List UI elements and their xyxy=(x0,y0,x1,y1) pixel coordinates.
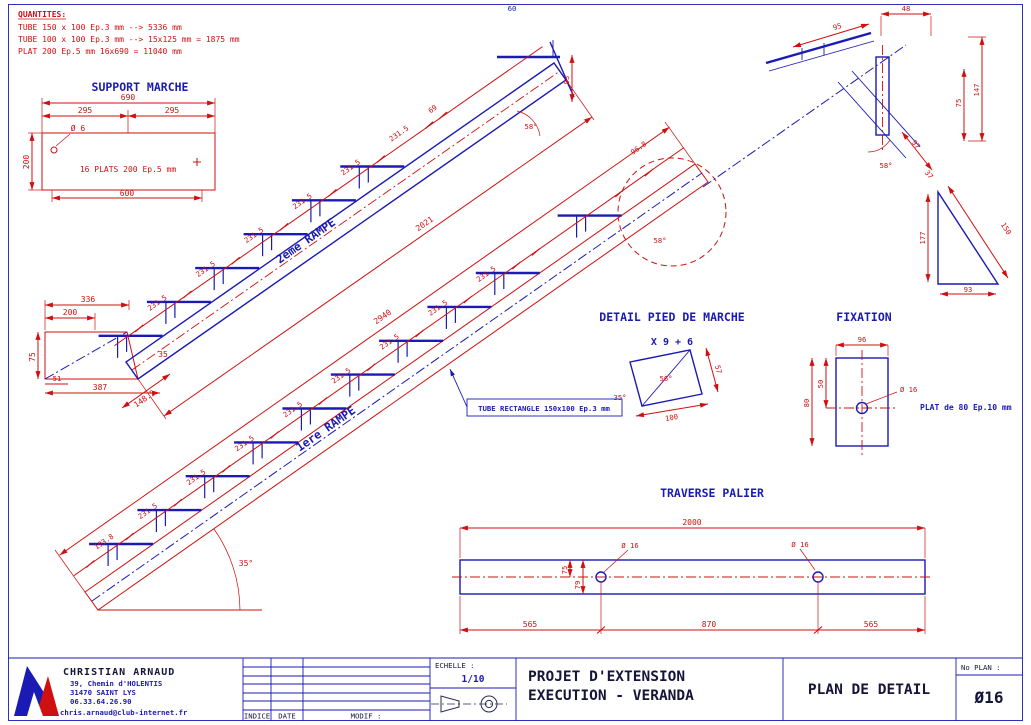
dim-387: 387 xyxy=(93,383,108,392)
tube-callout: TUBE RECTANGLE 150x100 Ep.3 mm xyxy=(449,368,623,417)
top-right-detail: 48 95 147 75 97 37 58° xyxy=(702,4,986,188)
detail-pied-de-marche: DETAIL PIED DE MARCHE X 9 + 6 57 100 56°… xyxy=(599,310,744,423)
scale-cell: ECHELLE : 1/10 xyxy=(430,661,516,713)
company-address-2: 31470 SAINT LYS xyxy=(70,688,136,697)
quantity-line: PLAT 200 Ep.5 mm 16x690 = 11040 mm xyxy=(18,47,182,56)
plan-number-cell: No PLAN : Ø16 xyxy=(956,663,1022,707)
dim-95: 95 xyxy=(832,21,843,32)
dim-2000: 2000 xyxy=(682,518,701,527)
project-title-line1: PROJET D'EXTENSION xyxy=(528,669,685,685)
projection-symbol-icon xyxy=(431,695,507,713)
dim-295-right: 295 xyxy=(165,106,180,115)
fixation-title: FIXATION xyxy=(836,310,891,324)
dim-69: 69 xyxy=(426,103,438,115)
dim-96: 96 xyxy=(858,335,867,344)
quantity-line: TUBE 150 x 100 Ep.3 mm --> 5336 mm xyxy=(18,23,182,32)
dim-2021: 2021 xyxy=(414,215,435,234)
dim-870: 870 xyxy=(702,620,717,629)
company-phone: 06.33.64.26.90 xyxy=(70,697,132,706)
quantity-line: TUBE 100 x 100 Ep.3 mm --> 15x125 mm = 1… xyxy=(18,35,240,44)
company-email: chris.arnaud@club-internet.fr xyxy=(60,708,188,717)
ramp-foot-detail: 336 200 75 51 387 35 148.5 xyxy=(28,295,171,410)
dim-565-right: 565 xyxy=(864,620,879,629)
company-logo xyxy=(14,666,59,716)
project-title-line2: EXECUTION - VERANDA xyxy=(528,688,694,704)
scale-value: 1/10 xyxy=(462,674,485,685)
scale-label: ECHELLE : xyxy=(435,661,475,670)
fixation-note: PLAT de 80 Ep.10 mm xyxy=(920,403,1012,412)
dim-200-foot: 200 xyxy=(63,308,78,317)
dim-150: 150 xyxy=(999,221,1014,237)
dim-seg: 231.5 xyxy=(387,124,410,144)
plan-number-value: Ø16 xyxy=(974,688,1004,707)
dim-600: 600 xyxy=(120,189,135,198)
dim-48: 48 xyxy=(902,4,911,13)
dim-56deg: 56° xyxy=(660,374,673,383)
dim-75: 75 xyxy=(954,99,963,108)
dim-200-height: 200 xyxy=(22,155,31,170)
company-name: CHRISTIAN ARNAUD xyxy=(63,667,175,678)
rampe-2: 231.5 231.5 231.5 231.5 231.5 231.5 69 2… xyxy=(97,4,595,420)
traverse-title: TRAVERSE PALIER xyxy=(660,486,764,500)
rampe2-label: 2eme RAMPE xyxy=(273,215,338,266)
revision-table: INDICE DATE MODIF : xyxy=(243,658,430,721)
dim-75-foot: 75 xyxy=(28,352,37,362)
dim-97: 97 xyxy=(910,138,922,150)
dim-37: 37 xyxy=(923,168,935,180)
dim-50: 50 xyxy=(816,380,825,389)
dim-51: 51 xyxy=(53,374,62,383)
fixation-detail: FIXATION 96 50 80 Ø 16 PLAT de 80 Ep.10 … xyxy=(802,310,1012,456)
dim-336: 336 xyxy=(81,295,96,304)
support-marche-note: 16 PLATS 200 Ep.5 mm xyxy=(80,165,177,174)
traverse-palier: TRAVERSE PALIER 2000 Ø 16 Ø 16 75 79 565… xyxy=(452,486,933,635)
indice-header: INDICE xyxy=(244,712,270,721)
tube-callout-label: TUBE RECTANGLE 150x100 Ep.3 mm xyxy=(478,404,610,413)
gusset-detail: 177 150 93 xyxy=(918,185,1014,297)
dim-147: 147 xyxy=(972,84,981,97)
dim-35deg: 35° xyxy=(239,559,253,568)
dim-75-traverse: 75 xyxy=(560,566,569,575)
dim-hole2: Ø 16 xyxy=(791,540,808,549)
date-header: DATE xyxy=(278,712,296,721)
dim-58deg-top: 58° xyxy=(654,236,667,245)
quantities-title: QUANTITES: xyxy=(18,10,66,19)
plan-title: PLAN DE DETAIL xyxy=(808,682,930,698)
dim-100: 100 xyxy=(664,412,678,423)
dim-295-left: 295 xyxy=(78,106,93,115)
dim-177: 177 xyxy=(918,232,927,245)
dim-35deg-pied: 35° xyxy=(614,393,627,402)
dim-60-top: 60 xyxy=(508,4,517,13)
dim-79: 79 xyxy=(573,581,582,590)
rampe1-label: 1ere RAMPE xyxy=(293,403,358,454)
detail-pied-subtitle: X 9 + 6 xyxy=(651,337,693,348)
dim-hole1: Ø 16 xyxy=(621,541,638,550)
plan-number-label: No PLAN : xyxy=(961,663,1001,672)
dim-565-left: 565 xyxy=(523,620,538,629)
dim-93: 93 xyxy=(964,285,973,294)
modif-header: MODIF : xyxy=(351,712,382,721)
support-marche-detail: SUPPORT MARCHE 690 295 295 200 Ø 6 16 PL… xyxy=(22,80,216,202)
detail-pied-title: DETAIL PIED DE MARCHE xyxy=(599,310,744,324)
dim-93-end: 93 xyxy=(562,76,571,85)
dim-80: 80 xyxy=(802,399,811,408)
dim-hole-16: Ø 16 xyxy=(900,385,917,394)
dim-690: 690 xyxy=(121,93,136,102)
sheet-border xyxy=(8,4,1023,721)
company-address-1: 39, Chemin d'HOLENTIS xyxy=(70,679,162,688)
dim-35: 35 xyxy=(158,350,168,359)
dim-58deg: 58° xyxy=(525,122,538,131)
dim-hole-6: Ø 6 xyxy=(71,123,86,133)
quantities-block: QUANTITES: TUBE 150 x 100 Ep.3 mm --> 53… xyxy=(18,10,240,56)
dim-58deg-detail: 58° xyxy=(880,161,893,170)
dim-57: 57 xyxy=(713,364,724,375)
support-marche-title: SUPPORT MARCHE xyxy=(92,80,189,94)
title-block: CHRISTIAN ARNAUD 39, Chemin d'HOLENTIS 3… xyxy=(8,657,1022,721)
